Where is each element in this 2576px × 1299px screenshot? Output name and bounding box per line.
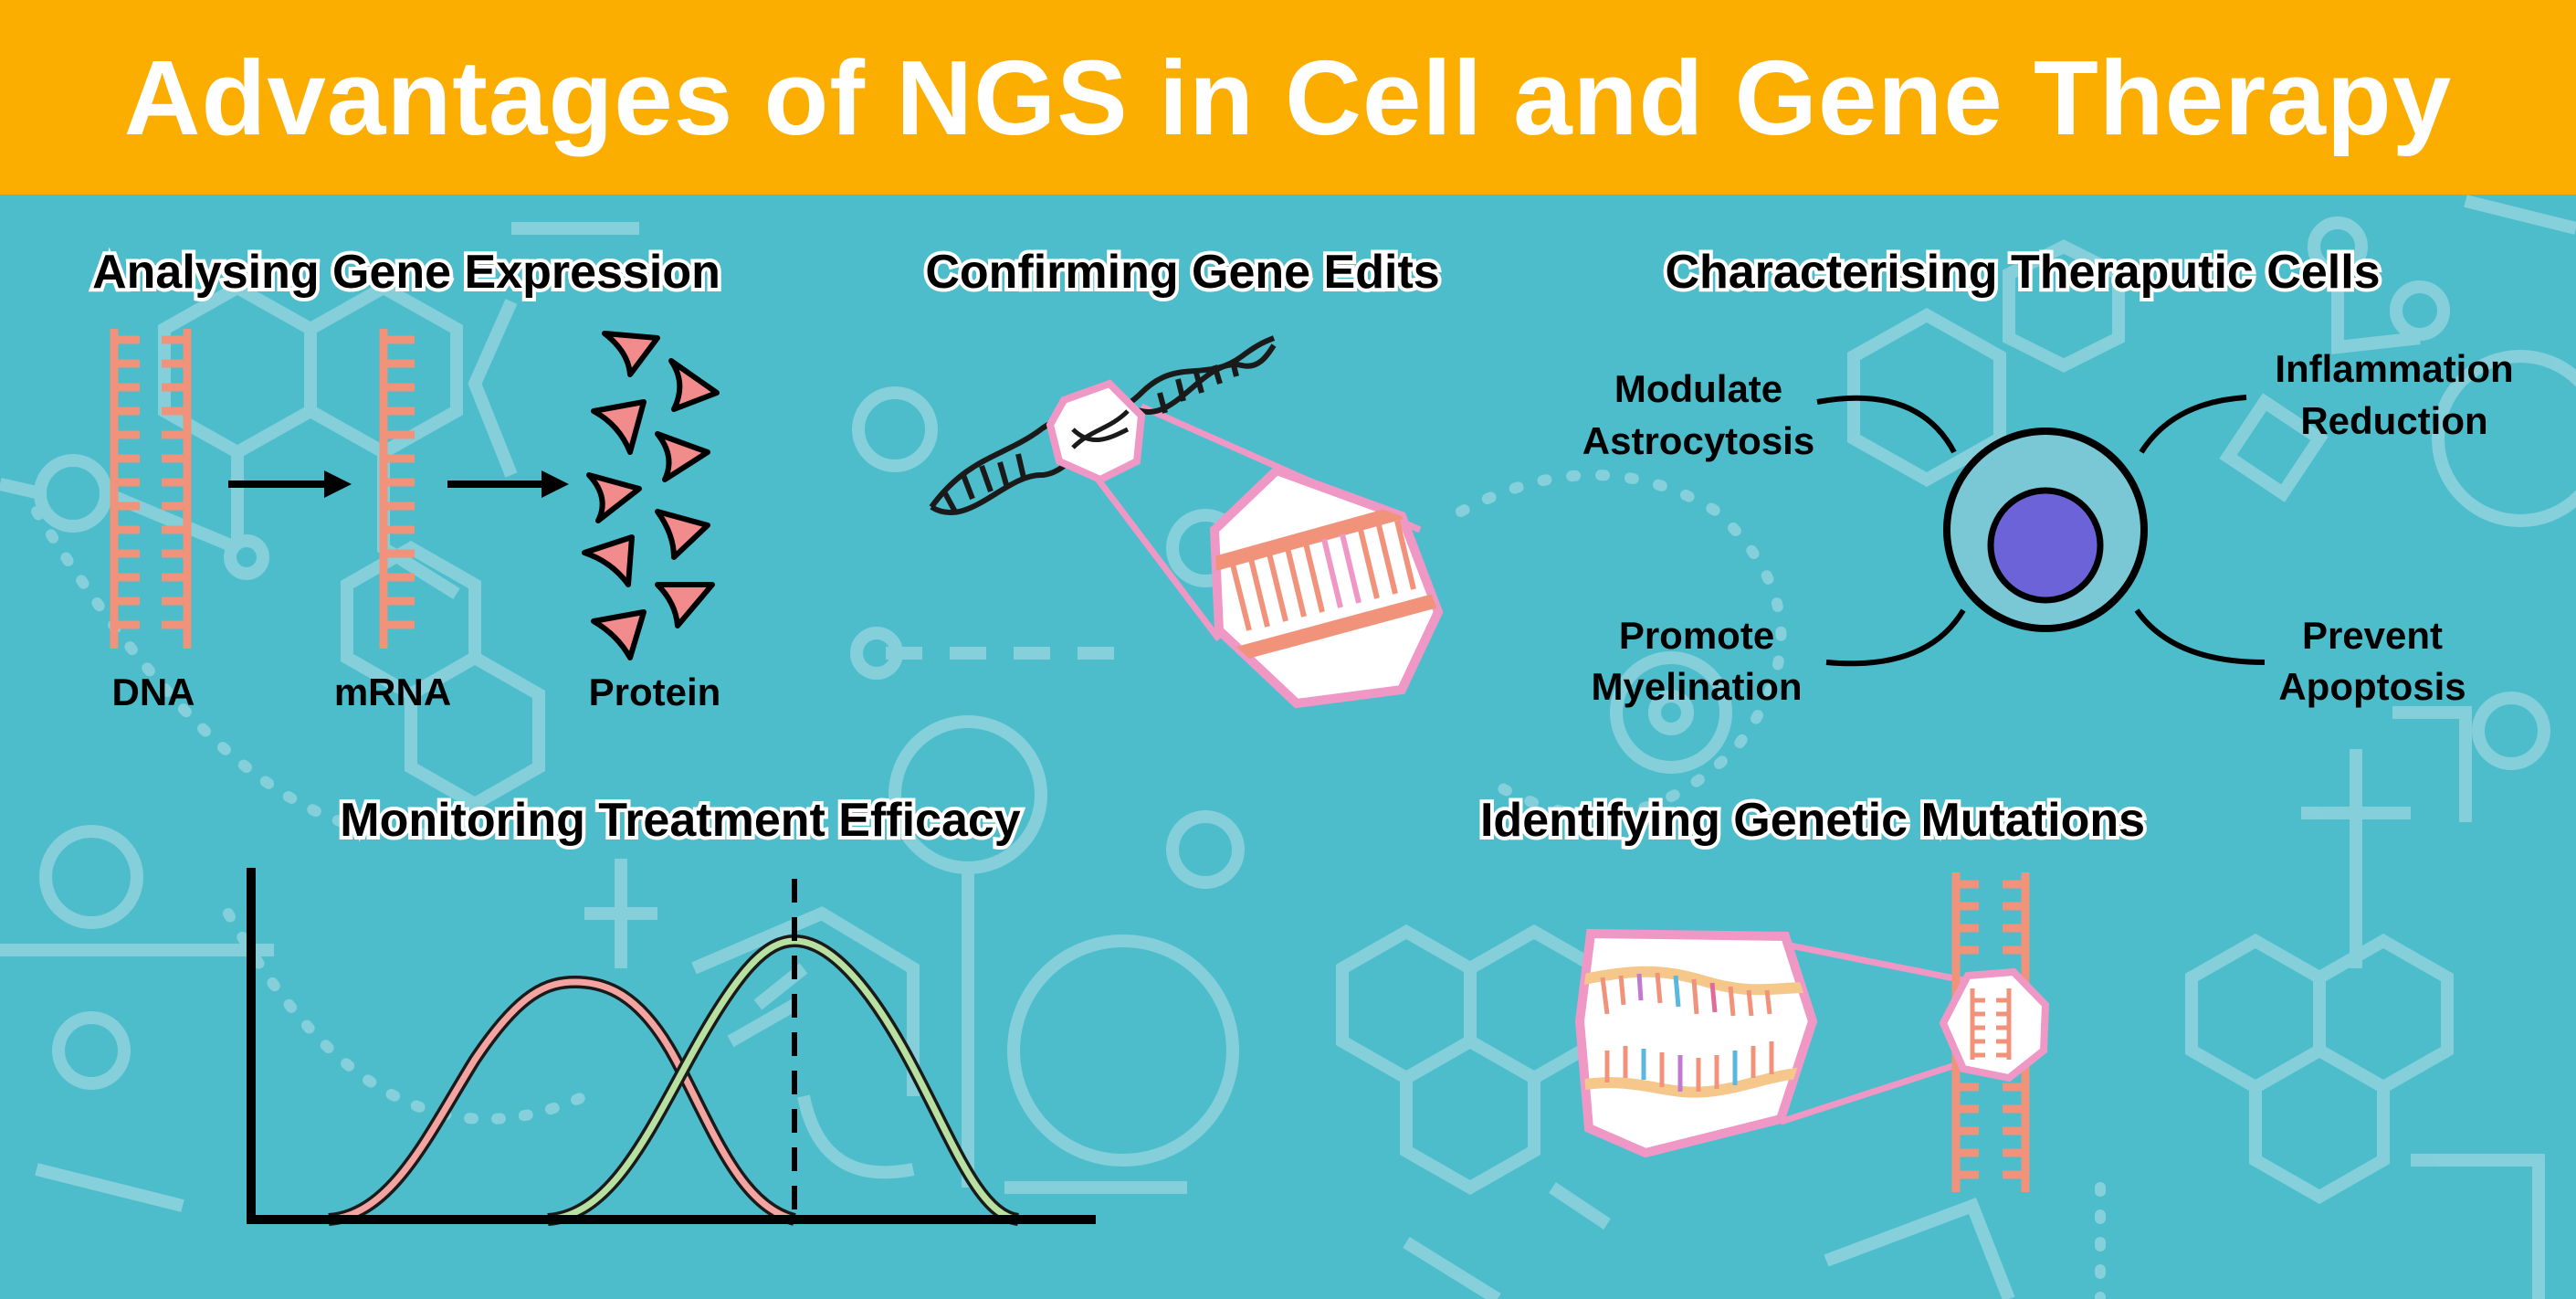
section-therapeutic-cells: Characterising Theraputic Cells Modulate… (1582, 242, 2514, 708)
cell-label-promote: Promote (1619, 614, 1774, 657)
cell-label-modulate: Modulate (1614, 367, 1782, 410)
cell-label-astrocytosis: Astrocytosis (1582, 419, 1814, 462)
section-genetic-mutations: Identifying Genetic Mutations (1477, 790, 2149, 1192)
treatment-efficacy-heading: Monitoring Treatment Efficacy (340, 794, 1021, 847)
magnifier-icon (1209, 465, 1444, 709)
genetic-mutations-heading: Identifying Genetic Mutations (1480, 794, 2145, 847)
cell-label-inflammation: Inflammation (2275, 347, 2513, 390)
mrna-label: mRNA (334, 671, 451, 713)
protein-icon (582, 331, 720, 660)
arrow-right-icon (228, 470, 352, 498)
cell-label-prevent: Prevent (2302, 614, 2443, 657)
distribution-plot (247, 868, 1096, 1226)
mrna-strand-icon (379, 329, 415, 649)
dna-ladder-icon (110, 329, 192, 649)
section-gene-expression: Analysing Gene Expression (89, 242, 724, 713)
magnifier-icon (1939, 967, 2050, 1082)
cell-label-myelination: Myelination (1591, 665, 1802, 708)
protein-label: Protein (589, 671, 721, 713)
therapeutic-cells-heading: Characterising Theraputic Cells (1665, 246, 2380, 299)
section-treatment-efficacy: Monitoring Treatment Efficacy (247, 790, 1096, 1226)
magnifier-icon (1574, 928, 1818, 1158)
page-title: Advantages of NGS in Cell and Gene Thera… (123, 37, 2453, 157)
gene-edits-heading: Confirming Gene Edits (925, 246, 1439, 299)
section-gene-edits: Confirming Gene Edits (921, 242, 1444, 709)
cell-label-apoptosis: Apoptosis (2278, 665, 2466, 708)
gene-expression-heading: Analysing Gene Expression (92, 246, 720, 299)
magnifier-icon (1046, 379, 1146, 484)
cell-icon (1943, 428, 2148, 632)
dna-label: DNA (112, 671, 195, 713)
cell-label-reduction: Reduction (2300, 399, 2487, 442)
title-banner: Advantages of NGS in Cell and Gene Thera… (0, 0, 2576, 195)
arrow-right-icon (447, 470, 569, 498)
